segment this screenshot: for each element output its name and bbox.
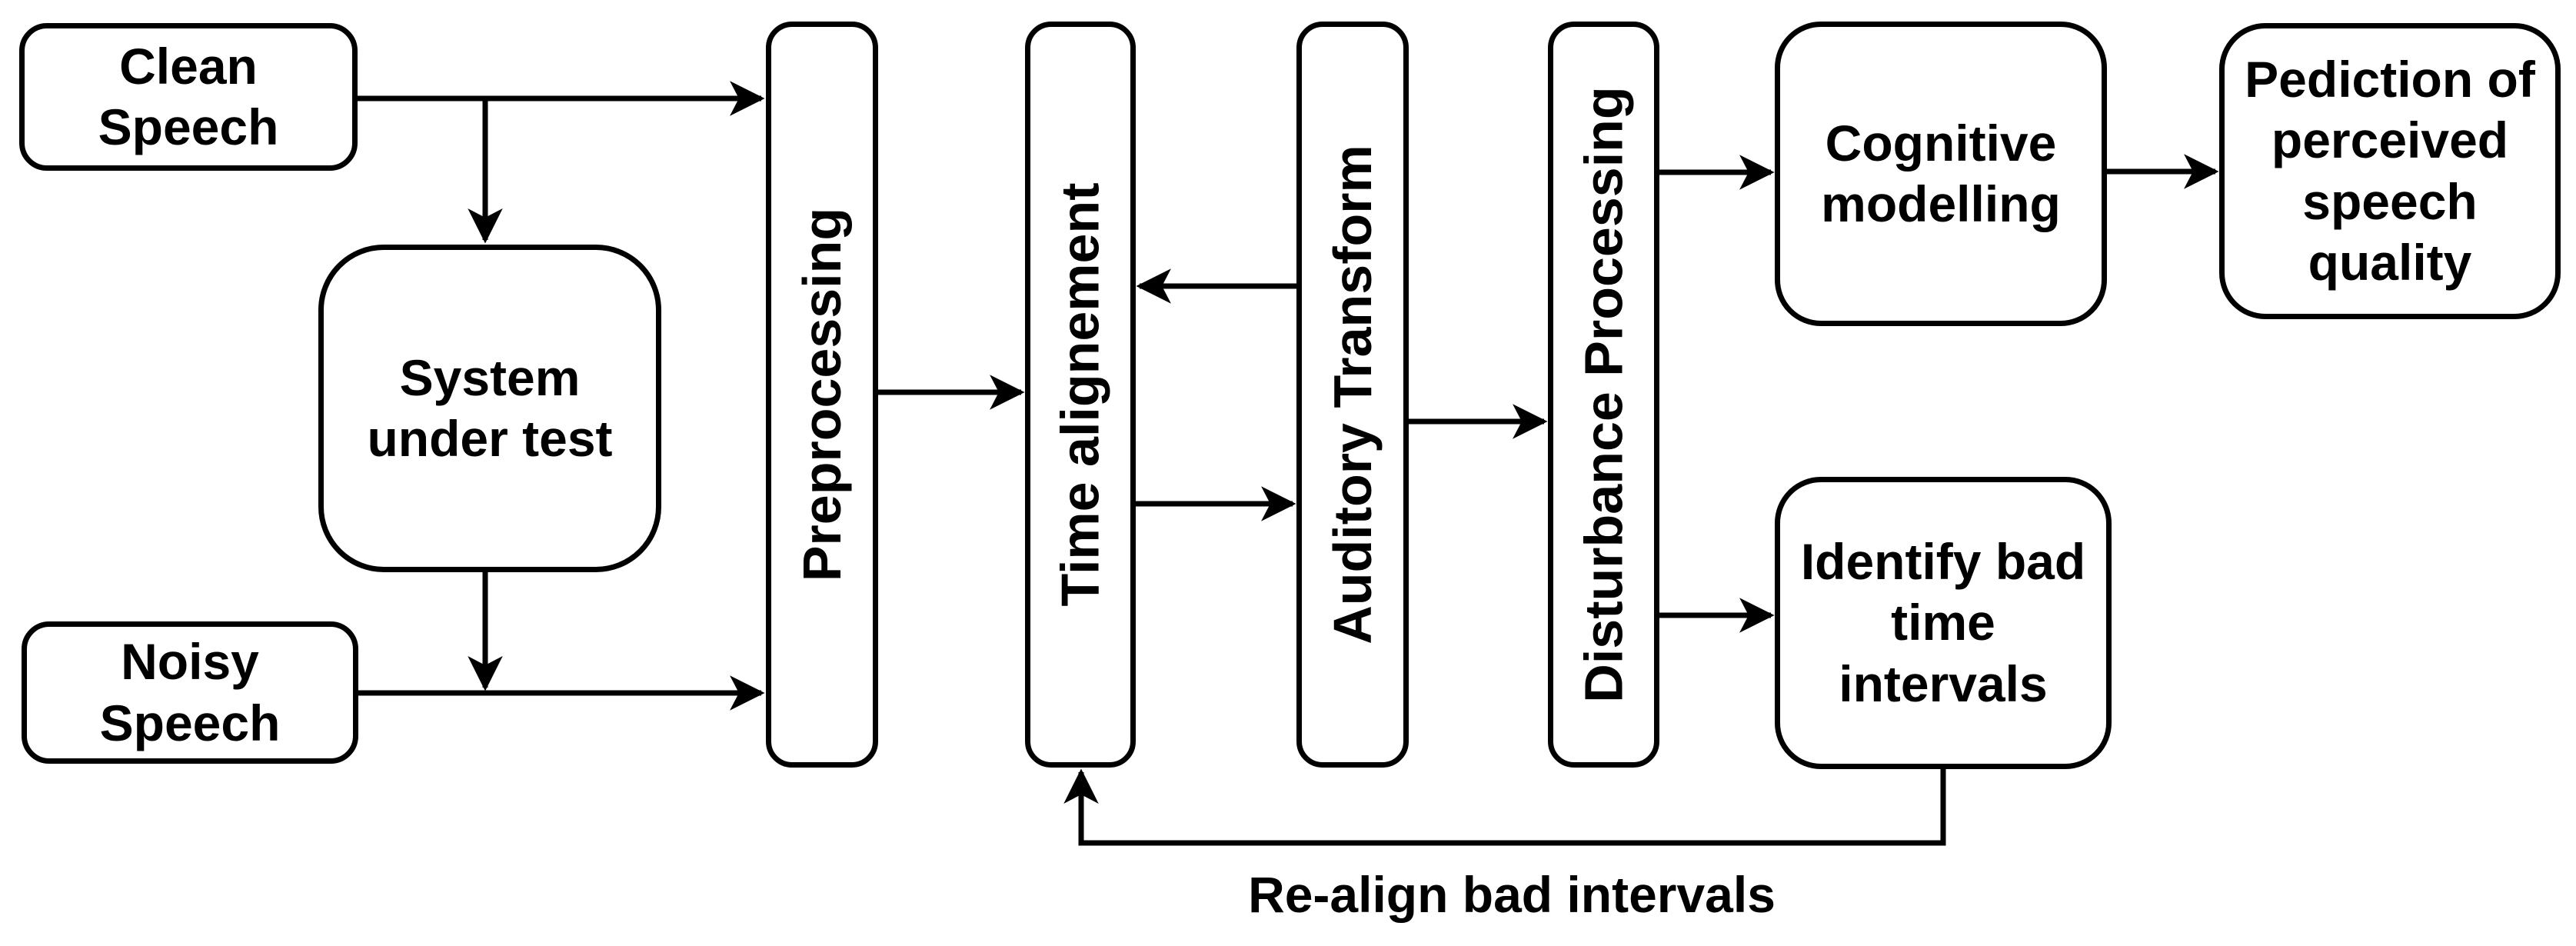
node-clean-speech: Clean Speech [19,23,358,171]
node-auditory-transform-label: Auditory Transform [1323,145,1383,645]
node-cognitive-modelling-label: Cognitive modelling [1821,114,2061,232]
node-prediction: Pediction of perceived speech quality [2219,23,2561,319]
node-preprocessing: Preprocessing [766,22,878,768]
node-disturbance-processing-label: Disturbance Processing [1573,86,1634,703]
realign-edge-label: Re-align bad intervals [1248,866,1776,923]
node-time-alignement: Time alignement [1025,22,1136,768]
node-disturbance-processing: Disturbance Processing [1548,22,1659,768]
node-cognitive-modelling: Cognitive modelling [1775,22,2107,326]
node-system-under-test-label: System under test [367,348,613,467]
node-identify-bad-label: Identify bad time intervals [1800,533,2086,712]
node-time-alignement-label: Time alignement [1050,182,1110,607]
node-noisy-speech-label: Noisy Speech [99,633,281,751]
node-prediction-label: Pediction of perceived speech quality [2245,51,2535,291]
node-noisy-speech: Noisy Speech [22,621,358,764]
arrow-realign-feedback [1063,767,1946,846]
node-system-under-test: System under test [318,245,661,572]
node-auditory-transform: Auditory Transform [1296,22,1409,768]
node-identify-bad: Identify bad time intervals [1775,477,2112,769]
node-preprocessing-label: Preprocessing [792,207,852,582]
node-clean-speech-label: Clean Speech [98,37,279,155]
